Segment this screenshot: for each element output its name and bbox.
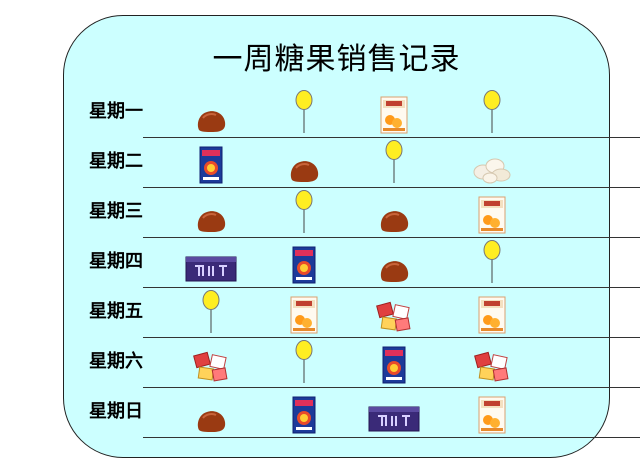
table-row: 星期三 [63, 187, 640, 238]
candy-cell [290, 187, 350, 237]
candy-cell [197, 387, 257, 437]
orange-candy-bag-icon [380, 96, 408, 134]
day-label: 星期日 [89, 401, 143, 422]
candy-cell [197, 87, 257, 137]
chocolate-bar-icon [185, 254, 237, 284]
lollipop-icon [482, 240, 502, 284]
candy-cell [197, 187, 257, 237]
candy-cell [290, 387, 350, 437]
wrapped-candies-icon [191, 350, 231, 384]
orange-candy-bag-icon [290, 296, 318, 334]
page-title: 一周糖果销售记录 [212, 42, 461, 77]
toffee-icon [378, 258, 410, 284]
blue-candy-pack-icon [292, 396, 316, 434]
day-label: 星期四 [89, 251, 143, 272]
orange-candy-bag-icon [478, 296, 506, 334]
row-divider [143, 187, 640, 188]
chocolate-bar-icon [368, 404, 420, 434]
candy-cell [368, 387, 440, 437]
toffee-icon [195, 108, 227, 134]
candy-cell [290, 337, 350, 387]
table-row: 星期六 [63, 337, 640, 388]
candy-cell [193, 337, 257, 387]
sales-record-panel [63, 15, 610, 458]
candy-cell [380, 187, 440, 237]
candy-cell [478, 187, 538, 237]
lollipop-icon [384, 140, 404, 184]
blue-candy-pack-icon [382, 346, 406, 384]
wrapped-candies-icon [472, 350, 512, 384]
row-divider [143, 387, 640, 388]
orange-candy-bag-icon [478, 396, 506, 434]
candy-cell [380, 137, 440, 187]
candy-cell [290, 287, 350, 337]
table-row: 星期日 [63, 387, 640, 438]
candy-cell [185, 237, 257, 287]
blue-candy-pack-icon [199, 146, 223, 184]
candy-cell [380, 237, 440, 287]
candy-cell [478, 287, 538, 337]
white-candies-icon [471, 154, 513, 184]
day-label: 星期二 [89, 151, 143, 172]
candy-cell [197, 137, 257, 187]
candy-cell [478, 237, 538, 287]
candy-cell [290, 137, 350, 187]
day-label: 星期三 [89, 201, 143, 222]
candy-cell [290, 87, 350, 137]
candy-cell [290, 237, 350, 287]
day-label: 星期五 [89, 301, 143, 322]
toffee-icon [288, 158, 320, 184]
row-divider [143, 137, 640, 138]
toffee-icon [195, 208, 227, 234]
lollipop-icon [482, 90, 502, 134]
day-label: 星期一 [89, 101, 143, 122]
lollipop-icon [294, 190, 314, 234]
candy-cell [380, 87, 440, 137]
row-divider [143, 337, 640, 338]
candy-cell [380, 337, 440, 387]
lollipop-icon [201, 290, 221, 334]
candy-cell [473, 137, 538, 187]
lollipop-icon [294, 340, 314, 384]
blue-candy-pack-icon [292, 246, 316, 284]
table-row: 星期五 [63, 287, 640, 338]
candy-cell [197, 287, 257, 337]
lollipop-icon [294, 90, 314, 134]
toffee-icon [195, 408, 227, 434]
row-divider [143, 437, 640, 438]
wrapped-candies-icon [374, 300, 414, 334]
row-divider [143, 237, 640, 238]
candy-cell [478, 387, 538, 437]
row-divider [143, 287, 640, 288]
candy-cell [376, 287, 440, 337]
candy-cell [478, 87, 538, 137]
table-row: 星期四 [63, 237, 640, 288]
day-label: 星期六 [89, 351, 143, 372]
table-row: 星期一 [63, 87, 640, 138]
orange-candy-bag-icon [478, 196, 506, 234]
toffee-icon [378, 208, 410, 234]
candy-cell [474, 337, 538, 387]
table-row: 星期二 [63, 137, 640, 188]
